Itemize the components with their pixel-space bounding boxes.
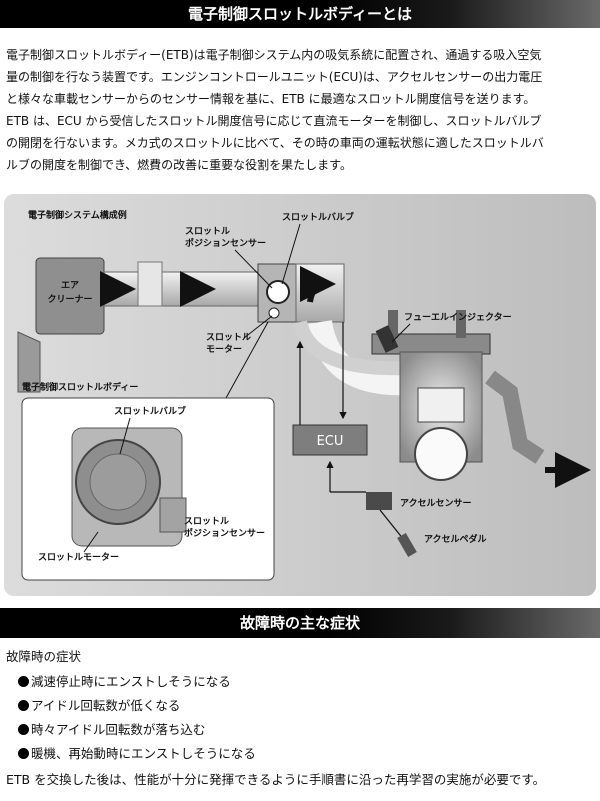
intake-manifold: [295, 263, 345, 323]
accel-sensor-label: アクセルセンサー: [400, 498, 472, 509]
runner-pipe: [293, 320, 411, 376]
valve-label: スロットルバルブ: [282, 211, 354, 223]
header-banner: 電子制御スロットルボディーとは: [0, 0, 600, 28]
etb-title: 電子制御スロットルボディー: [22, 381, 138, 393]
bullet-icon: [18, 676, 29, 687]
leader-line: [83, 531, 99, 553]
symptom-text: 時々アイドル回転数が落ち込む: [31, 722, 206, 737]
airflow-arrow: [299, 266, 336, 303]
symptoms-section: 故障時の症状 減速停止時にエンストしそうになる アイドル回転数が低くなる 時々ア…: [6, 646, 596, 801]
list-item: 減速停止時にエンストしそうになる: [18, 673, 596, 690]
leader-line: [243, 315, 273, 339]
ecu-label: ECU: [317, 434, 344, 449]
crankshaft: [414, 427, 468, 481]
intro-line: 量の制御を行なう装置です。エンジンコントロールユニット(ECU)は、アクセルセン…: [6, 70, 543, 84]
bullet-icon: [18, 724, 29, 735]
duct-left: [17, 331, 41, 393]
leader-line: [391, 323, 411, 343]
bullet-icon: [18, 700, 29, 711]
pedal-link: [379, 509, 405, 541]
system-diagram: 電子制御システム構成例 エア クリーナー スロットル ポジションセンサー スロッ…: [4, 194, 596, 596]
air-cleaner-label: エア: [61, 280, 79, 291]
motor-label: モーター: [206, 343, 242, 355]
injector-label: フューエルインジェクター: [404, 311, 512, 323]
accel-pedal: [397, 532, 417, 558]
symptom-text: 暖機、再始動時にエンストしそうになる: [31, 746, 256, 761]
leader-line: [281, 223, 301, 285]
system-title: 電子制御システム構成例: [28, 209, 127, 221]
exhaust-pipe: [485, 370, 545, 464]
ecu-box: [292, 424, 368, 456]
throttle-valve-disc: [266, 280, 290, 304]
air-cleaner-label: クリーナー: [47, 294, 92, 305]
intake-sensor: [137, 261, 163, 307]
etb-sensor-label: ポジションセンサー: [184, 527, 265, 539]
replacement-note: ETB を交換した後は、性能が十分に発揮できるように手順書に沿った再学習の実施が…: [6, 772, 546, 787]
intro-paragraph: 電子制御スロットルボディー(ETB)は電子制御システム内の吸気系統に配置され、通…: [6, 44, 596, 176]
etb-motor-label: スロットルモーター: [38, 551, 119, 563]
accel-pedal-label: アクセルペダル: [424, 533, 487, 545]
motor-label: スロットル: [206, 332, 251, 343]
intro-line: ルブの開度を制御でき、燃費の改善に重要な役割を果たします。: [6, 158, 352, 172]
bullet-icon: [18, 748, 29, 759]
etb-valve-label: スロットルバルブ: [114, 405, 186, 417]
symptom-text: アイドル回転数が低くなる: [31, 698, 181, 713]
leader-line: [119, 417, 131, 455]
sensor-label: ポジションセンサー: [185, 237, 266, 249]
sensor-label: スロットル: [185, 226, 230, 237]
etb-valve: [89, 453, 147, 511]
etb-sensor-body: [159, 497, 187, 533]
intro-line: ETB は、ECU から受信したスロットル開度信号に応じて直流モーターを制御し、…: [6, 114, 542, 128]
valve-spring: [388, 310, 398, 338]
symptoms-heading: 故障時の症状: [6, 649, 82, 664]
symptoms-banner: 故障時の主な症状: [0, 608, 600, 638]
leader-line: [234, 249, 273, 289]
callout-line: [225, 321, 269, 399]
symptoms-list: 減速停止時にエンストしそうになる アイドル回転数が低くなる 時々アイドル回転数が…: [6, 673, 596, 762]
valve-spring: [456, 310, 466, 338]
list-item: 時々アイドル回転数が落ち込む: [18, 721, 596, 738]
accel-sensor: [366, 492, 392, 510]
page-title: 電子制御スロットルボディーとは: [188, 5, 412, 23]
list-item: アイドル回転数が低くなる: [18, 697, 596, 714]
intro-line: と様々な車載センサーからのセンサー情報を基に、ETB に最適なスロットル開度信号…: [6, 92, 536, 106]
intro-line: 電子制御スロットルボディー(ETB)は電子制御システム内の吸気系統に配置され、通…: [6, 48, 542, 62]
etb-sensor-label: スロットル: [184, 516, 229, 527]
throttle-motor: [268, 307, 280, 319]
symptom-text: 減速停止時にエンストしそうになる: [31, 674, 231, 689]
piston: [417, 387, 465, 423]
intro-line: の開閉を行ないます。メカ式のスロットルに比べて、その時の車両の運転状態に適したス…: [6, 136, 544, 150]
fuel-injector: [375, 325, 399, 353]
symptoms-title: 故障時の主な症状: [239, 614, 360, 632]
list-item: 暖機、再始動時にエンストしそうになる: [18, 745, 596, 762]
